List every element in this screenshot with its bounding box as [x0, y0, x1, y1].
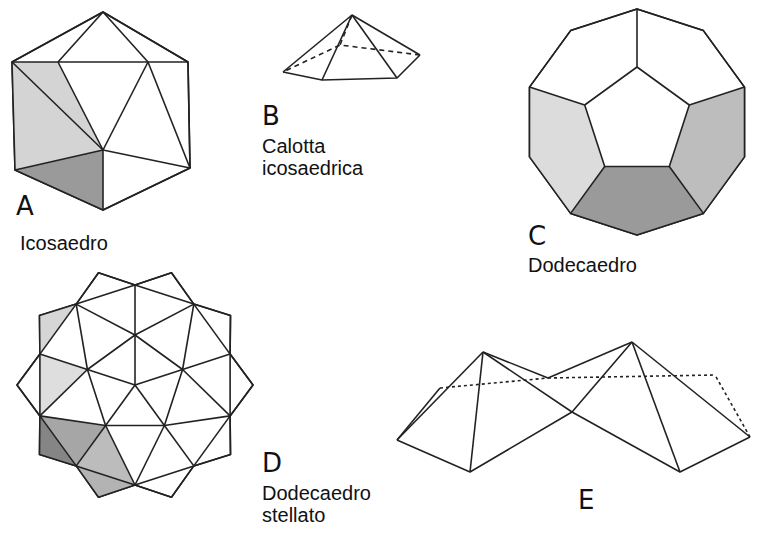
- figure-letter: B: [262, 102, 280, 130]
- figure-letter: A: [16, 192, 34, 220]
- figure-name: Calotta icosaedrica: [262, 135, 387, 179]
- figure-letter: E: [578, 486, 594, 514]
- figure-name: Dodecaedro: [528, 254, 637, 276]
- figure-letter: D: [262, 449, 282, 477]
- two-caps: [397, 342, 750, 472]
- stellated-dodecahedron: [17, 273, 253, 497]
- figure-name: Dodecaedro stellato: [262, 482, 382, 526]
- dodecahedron: [530, 9, 745, 235]
- icosahedron: [12, 12, 190, 210]
- figure-letter: C: [528, 222, 546, 250]
- figure-name: Icosaedro: [20, 232, 108, 254]
- icosahedral-cap: [283, 15, 420, 80]
